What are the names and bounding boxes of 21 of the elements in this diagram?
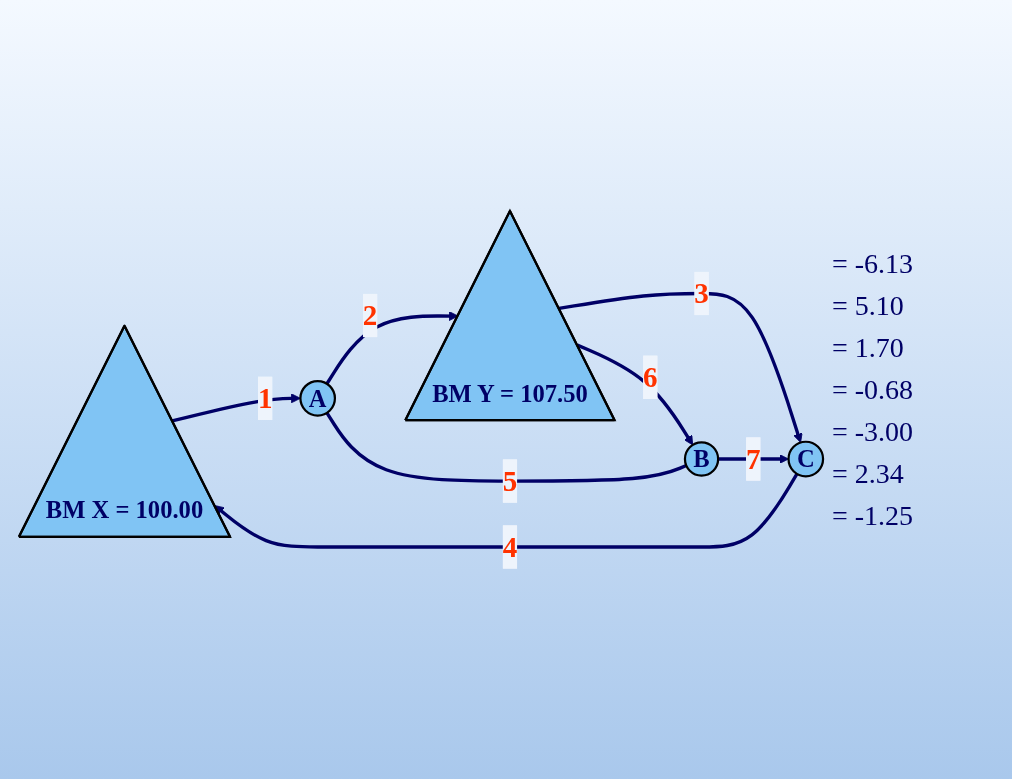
edge-label: 3 bbox=[694, 276, 709, 310]
leveling-network-diagram: 1 2 3 4 5 6 7 BM X = 100.00 B A C BM Y = 107.50 bbox=[10, 201, 832, 578]
height-difference-value: = -3.00 bbox=[832, 415, 915, 448]
edge-label: 7 bbox=[746, 442, 761, 475]
node-circle bbox=[683, 440, 720, 477]
arrow bbox=[558, 291, 803, 443]
node-circle bbox=[299, 379, 337, 417]
height-difference-value: = 5.10 bbox=[832, 289, 905, 322]
height-difference-value: = -6.13 bbox=[832, 247, 915, 280]
edge-label: 6 bbox=[643, 360, 658, 393]
height-difference-value: = 2.34 bbox=[832, 457, 905, 490]
arrow bbox=[171, 393, 301, 423]
height-difference-value: = -1.25 bbox=[832, 499, 915, 532]
connector bbox=[325, 411, 687, 483]
node-circle bbox=[787, 440, 825, 477]
height-difference-value: = -0.68 bbox=[832, 373, 915, 406]
edge-label: 4 bbox=[502, 530, 518, 563]
height-difference-value: = 1.70 bbox=[832, 331, 905, 364]
edge-label: 5 bbox=[502, 464, 518, 497]
edge-label: 2 bbox=[362, 298, 378, 332]
edge-label: 1 bbox=[257, 381, 273, 415]
